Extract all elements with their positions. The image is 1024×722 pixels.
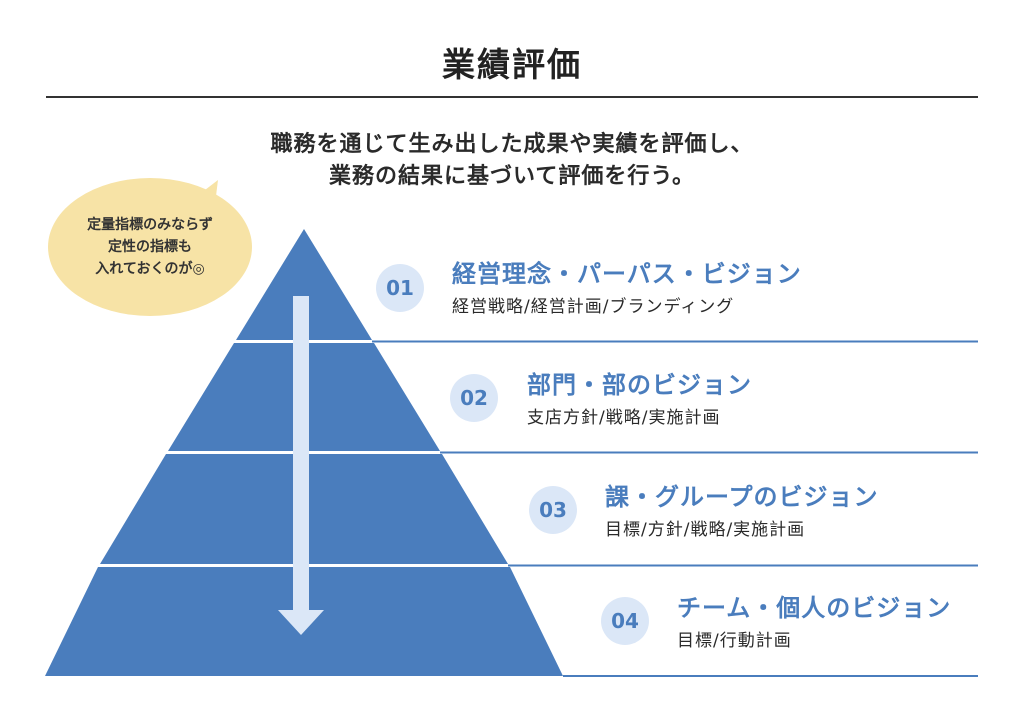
level-1-number: 01 bbox=[386, 276, 414, 300]
level-4-subtitle: 目標/行動計画 bbox=[677, 631, 792, 651]
down-arrow-icon bbox=[278, 296, 324, 635]
lead-line-1: 職務を通じて生み出した成果や実績を評価し、 bbox=[270, 132, 754, 157]
level-2-badge bbox=[450, 374, 498, 422]
level-3-subtitle: 目標/方針/戦略/実施計画 bbox=[605, 520, 806, 540]
speech-bubble-body bbox=[48, 178, 252, 316]
level-2-number: 02 bbox=[460, 386, 488, 410]
level-1-subtitle: 経営戦略/経営計画/ブランディング bbox=[452, 297, 735, 317]
level-2-title: 部門・部のビジョン bbox=[527, 371, 752, 399]
title-divider bbox=[46, 96, 978, 98]
level-4-number: 04 bbox=[611, 609, 639, 633]
speech-bubble-text: 定量指標のみならず 定性の指標も 入れておくのが◎ bbox=[50, 214, 250, 280]
level-3-title: 課・グループのビジョン bbox=[605, 483, 879, 511]
level-dividers bbox=[372, 340, 978, 677]
level-1-badge bbox=[376, 264, 424, 312]
level-4-title: チーム・個人のビジョン bbox=[677, 594, 952, 622]
speech-bubble bbox=[48, 178, 252, 316]
level-3-badge bbox=[529, 486, 577, 534]
bubble-line-3: 入れておくのが◎ bbox=[95, 261, 205, 277]
bubble-line-1: 定量指標のみならず bbox=[87, 217, 213, 233]
pyramid-tier-1 bbox=[236, 229, 372, 340]
level-2-subtitle: 支店方針/戦略/実施計画 bbox=[527, 408, 721, 428]
lead-line-2: 業務の結果に基づいて評価を行う。 bbox=[328, 164, 696, 189]
page-title: 業績評価 bbox=[442, 45, 582, 84]
level-1-title: 経営理念・パーパス・ビジョン bbox=[452, 260, 802, 288]
level-3-number: 03 bbox=[539, 498, 567, 522]
bubble-line-2: 定性の指標も bbox=[108, 239, 192, 255]
level-4-badge bbox=[601, 597, 649, 645]
